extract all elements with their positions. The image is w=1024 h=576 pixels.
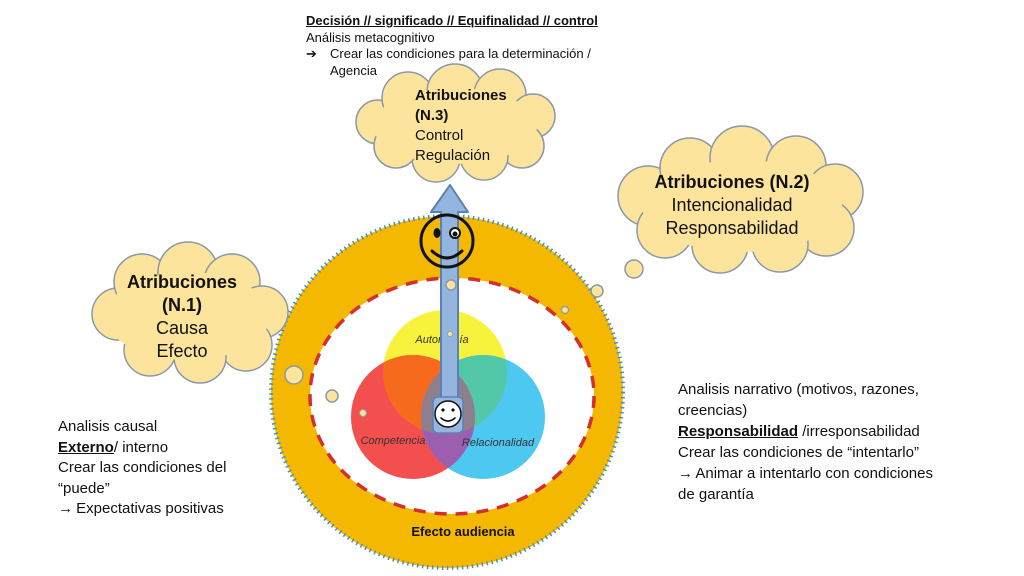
cloud-n3 (355, 63, 556, 183)
right-note: Analisis narrativo (motivos, razones, cr… (678, 379, 978, 505)
top-note-heading: Decisión // significado // Equifinalidad… (306, 13, 598, 28)
cloud-n2-text: Atribuciones (N.2) Intencionalidad Respo… (642, 171, 822, 240)
cloud-n1-level: (N.1) (162, 295, 202, 315)
left-note-line1: Analisis causal (58, 418, 158, 435)
cloud-n3-line1: Control (415, 127, 464, 144)
left-note-line3: Crear las condiciones del (58, 459, 227, 476)
right-note-irresponsabilidad: /irresponsabilidad (802, 423, 920, 440)
arrow-bullet-icon: ➔ (306, 46, 317, 62)
cloud-n1-line1: Causa (155, 318, 209, 338)
cloud-n1-line2: Efecto (156, 341, 208, 361)
left-note-line2: Externo/ interno (58, 438, 278, 459)
right-note-line2: creencias) (678, 402, 748, 419)
top-note: Decisión // significado // Equifinalidad… (306, 13, 636, 80)
cloud-n1 (91, 241, 289, 384)
arrow-right-icon: → (58, 500, 73, 517)
arrow-right-icon: → (678, 465, 693, 482)
smiley-small-icon (432, 396, 464, 434)
cloud-n2-bubble-1 (624, 259, 644, 279)
top-note-bullet-cont: Agencia (330, 62, 377, 78)
left-note-externo: Externo (58, 438, 114, 456)
right-note-line5: Animar a intentarlo con condiciones (695, 465, 933, 482)
right-note-responsabilidad: Responsabilidad (678, 423, 799, 440)
cloud-n2-bubble-2 (590, 284, 604, 298)
right-note-line5-row: → Animar a intentarlo con condiciones (678, 463, 978, 484)
left-note-line4: “puede” (58, 479, 110, 497)
ring-label: Efecto audiencia (411, 524, 515, 539)
top-note-bullet: Crear las condiciones para la determinac… (330, 46, 591, 62)
right-note-line6: de garantía (678, 486, 754, 503)
cloud-n3-line2: Regulación (415, 147, 491, 164)
cloud-n1-bubble-2 (325, 389, 339, 403)
cloud-n1-bubble-1 (284, 365, 304, 385)
cloud-n2-line2: Responsabilidad (665, 218, 799, 238)
right-note-line3: Responsabilidad /irresponsabilidad (678, 421, 978, 442)
cloud-n3-text: Atribuciones (N.3) Control Regulación (415, 86, 507, 166)
top-note-bullet-row: ➔ Crear las condiciones para la determin… (306, 46, 636, 79)
cloud-n3-level: (N.3) (415, 107, 449, 124)
right-note-line1: Analisis narrativo (motivos, razones, (678, 381, 919, 398)
venn-label-relacionalidad: Relacionalidad (462, 437, 535, 449)
cloud-n2-bubble-3 (560, 305, 570, 315)
cloud-n2-line1: Intencionalidad (671, 195, 793, 215)
right-note-line4: Crear las condiciones de “intentarlo” (678, 444, 919, 461)
left-note-interno: / interno (113, 438, 169, 456)
left-note-line5-row: → Expectativas positivas (58, 499, 278, 520)
cloud-n1-title: Atribuciones (126, 272, 237, 292)
smiley-large-icon (419, 213, 475, 269)
left-note-line5: Expectativas positivas (76, 500, 224, 517)
cloud-n1-text: Atribuciones (N.1) Causa Efecto (112, 271, 252, 363)
cloud-n2-title: Atribuciones (N.2) (654, 172, 810, 192)
top-note-line1: Análisis metacognitivo (306, 29, 435, 45)
small-bubble (359, 409, 367, 417)
cloud-n3-bubble (445, 279, 457, 291)
venn-label-competencia: Competencia (361, 435, 426, 447)
cloud-n2 (617, 125, 864, 274)
left-note: Analisis causal Externo/ interno Crear l… (58, 417, 278, 520)
cloud-n3-title: Atribuciones (415, 87, 507, 104)
